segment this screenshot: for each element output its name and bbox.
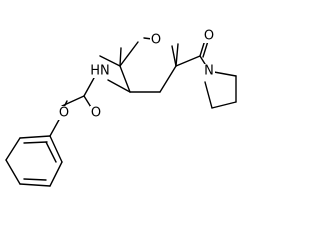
amide-carbonyl (175, 39, 209, 67)
pyrrolidine-nitrogen-label: N (204, 64, 214, 79)
benzene-ring (5, 135, 63, 187)
benzyl-ch2-bond (49, 117, 61, 137)
ester-oxygen-label: O (59, 106, 69, 121)
pyrrolidine-ring (204, 71, 237, 109)
amide-carbonyl-oxygen-label: O (204, 29, 214, 44)
carbamate-carbonyl-oxygen-label: O (91, 106, 101, 121)
atom-labels: O O N HN O O (58, 29, 215, 121)
gem-dimethyl-group (99, 47, 122, 67)
ring-oxygen-label: O (151, 33, 161, 48)
c6-methyl-bond (175, 43, 179, 67)
tetrahydropyran-ring (119, 37, 177, 93)
molecule-structure: O O N HN O O (5, 29, 237, 187)
carbamate-nh-label: HN (90, 64, 110, 79)
